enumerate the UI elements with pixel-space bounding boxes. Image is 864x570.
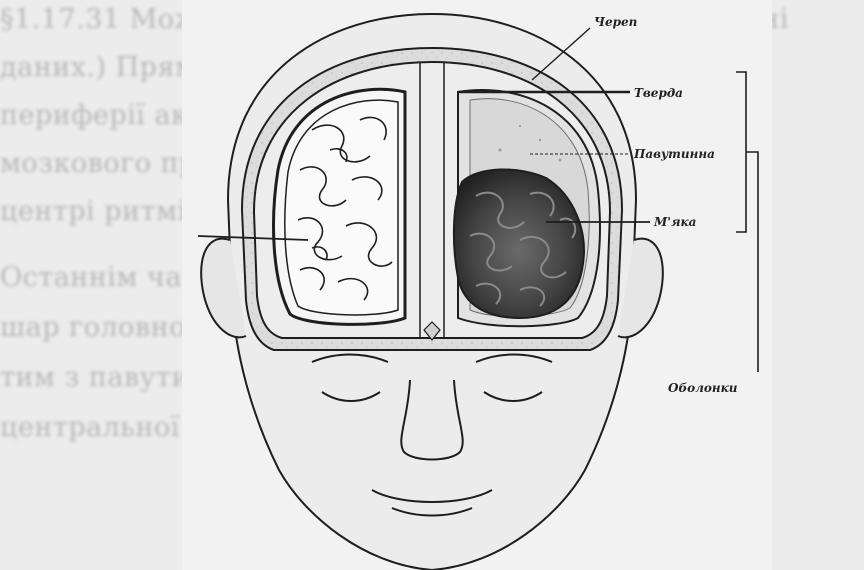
label-meninges: Оболонки [668,381,738,395]
label-pia: М'яка [653,215,696,229]
label-arachnoid: Павутинна [633,147,715,161]
label-dura: Тверда [634,86,683,100]
label-skull: Череп [594,15,637,29]
